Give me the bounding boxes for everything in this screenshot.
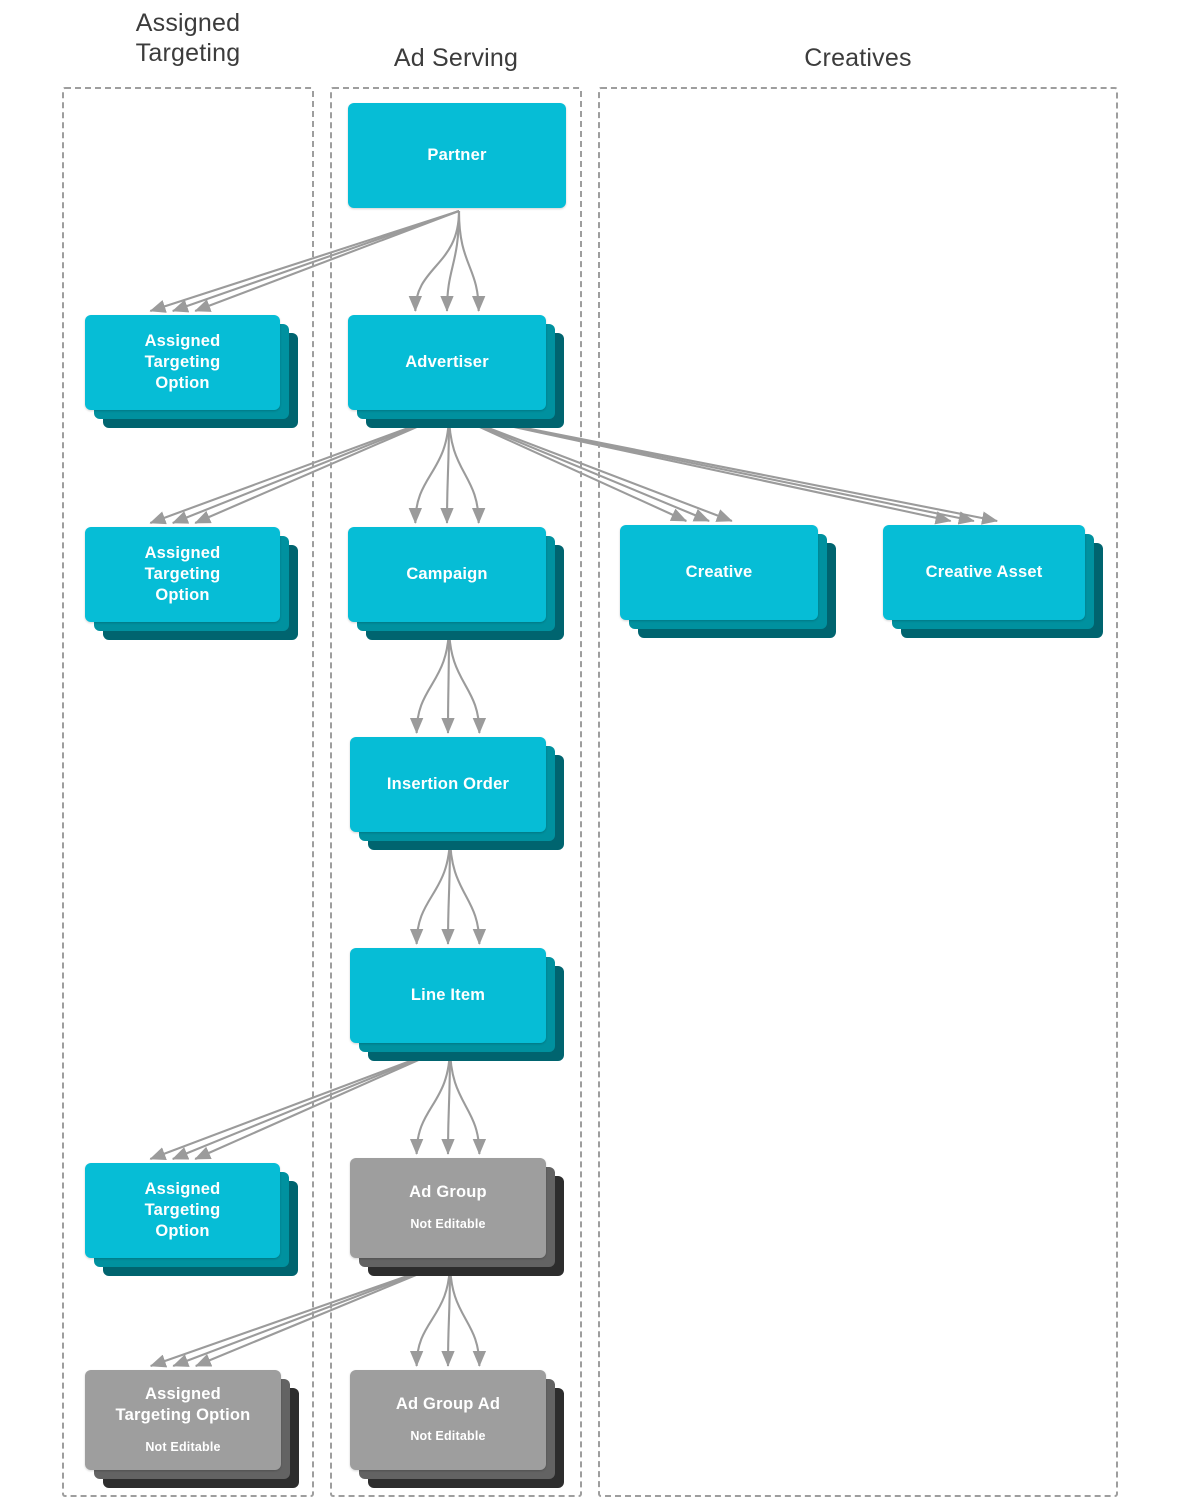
node-title: Assigned Targeting Option <box>144 544 221 604</box>
node-card-creative[interactable]: Creative <box>620 525 818 620</box>
node-campaign[interactable]: Campaign <box>348 527 566 642</box>
node-subtitle: Not Editable <box>410 1429 486 1443</box>
node-creative[interactable]: Creative <box>620 525 838 640</box>
node-title: Line Item <box>410 986 486 1004</box>
column-header-creatives: Creatives <box>804 44 912 72</box>
node-title: Creative <box>685 563 753 581</box>
node-subtitle: Not Editable <box>145 1439 221 1454</box>
column-header-ad-serving: Ad Serving <box>393 44 519 72</box>
node-title: Ad Group <box>409 1183 487 1201</box>
node-advertiser[interactable]: Advertiser <box>348 315 566 430</box>
column-box-creatives <box>598 87 1118 1497</box>
node-card-line-item[interactable]: Line Item <box>350 948 546 1043</box>
node-title: Assigned Targeting Option <box>115 1384 251 1424</box>
node-line-item[interactable]: Line Item <box>350 948 566 1063</box>
node-ato-advertiser[interactable]: Assigned Targeting Option <box>85 527 300 642</box>
node-card-ato-advertiser[interactable]: Assigned Targeting Option <box>85 527 280 622</box>
node-title: Insertion Order <box>386 775 510 793</box>
node-card-campaign[interactable]: Campaign <box>348 527 546 622</box>
node-card-ato-partner[interactable]: Assigned Targeting Option <box>85 315 280 410</box>
node-card-insertion-order[interactable]: Insertion Order <box>350 737 546 832</box>
node-title: Campaign <box>406 565 488 583</box>
column-header-assigned-targeting: Assigned Targeting <box>135 9 241 67</box>
node-title: Partner <box>427 146 487 164</box>
node-card-partner[interactable]: Partner <box>348 103 566 208</box>
node-card-creative-asset[interactable]: Creative Asset <box>883 525 1085 620</box>
column-box-ad-serving <box>330 87 582 1497</box>
node-title: Assigned Targeting Option <box>144 332 221 392</box>
column-box-assigned-targeting <box>62 87 314 1497</box>
node-subtitle: Not Editable <box>410 1217 486 1231</box>
node-insertion-order[interactable]: Insertion Order <box>350 737 566 852</box>
node-creative-asset[interactable]: Creative Asset <box>883 525 1105 640</box>
node-card-ato-line-item[interactable]: Assigned Targeting Option <box>85 1163 280 1258</box>
node-title: Advertiser <box>405 353 489 371</box>
node-title: Creative Asset <box>925 563 1043 581</box>
node-ato-partner[interactable]: Assigned Targeting Option <box>85 315 300 430</box>
node-ato-line-item[interactable]: Assigned Targeting Option <box>85 1163 300 1278</box>
node-ad-group-ad[interactable]: Ad Group Ad Not Editable <box>350 1370 566 1490</box>
node-title: Ad Group Ad <box>395 1395 501 1413</box>
node-title: Assigned Targeting Option <box>144 1180 221 1240</box>
node-card-ad-group-ad[interactable]: Ad Group Ad Not Editable <box>350 1370 546 1470</box>
node-partner[interactable]: Partner <box>348 103 586 228</box>
node-card-advertiser[interactable]: Advertiser <box>348 315 546 410</box>
